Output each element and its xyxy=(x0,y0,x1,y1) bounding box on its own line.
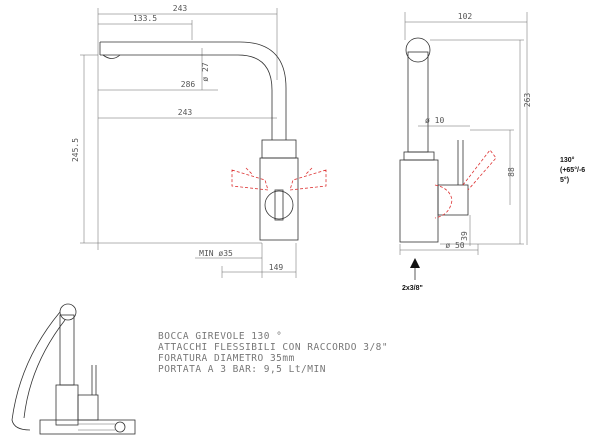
spec-line-2: ATTACCHI FLESSIBILI CON RACCORDO 3/8" xyxy=(158,342,388,353)
dim-reach-lower: 243 xyxy=(178,108,193,117)
spec-line-1: BOCCA GIREVOLE 130 ° xyxy=(158,331,282,342)
dim-overall-width: 243 xyxy=(173,4,188,13)
dim-spout-reach: 133.5 xyxy=(133,14,157,23)
dim-small: 39 xyxy=(460,231,469,241)
dim-top-width: 102 xyxy=(458,12,473,21)
dim-spout-body: 286 xyxy=(181,80,196,89)
rotation-range-line1: (+65°/-6 xyxy=(560,166,585,174)
dim-pipe-dia: ø 10 xyxy=(425,116,444,125)
dim-min-hole: MIN ø35 xyxy=(199,249,233,258)
spec-line-4: PORTATA A 3 BAR: 9,5 Lt/MIN xyxy=(158,364,326,375)
dim-base-dia: ø 50 xyxy=(445,241,464,250)
dim-base-width: 149 xyxy=(269,263,284,272)
dim-height: 263 xyxy=(523,93,532,108)
spec-line-3: FORATURA DIAMETRO 35mm xyxy=(158,353,295,364)
dim-total-height: 245.5 xyxy=(71,138,80,162)
dim-body-height: 88 xyxy=(507,167,516,177)
front-view xyxy=(80,8,327,278)
perspective-sketch xyxy=(11,303,136,435)
rotation-angle: 130° xyxy=(560,156,575,164)
dim-spout-height: ø 27 xyxy=(201,62,210,81)
rotation-range-line2: 5°) xyxy=(560,176,569,184)
connection-label: 2x3/8" xyxy=(402,285,423,292)
side-view xyxy=(399,12,528,280)
